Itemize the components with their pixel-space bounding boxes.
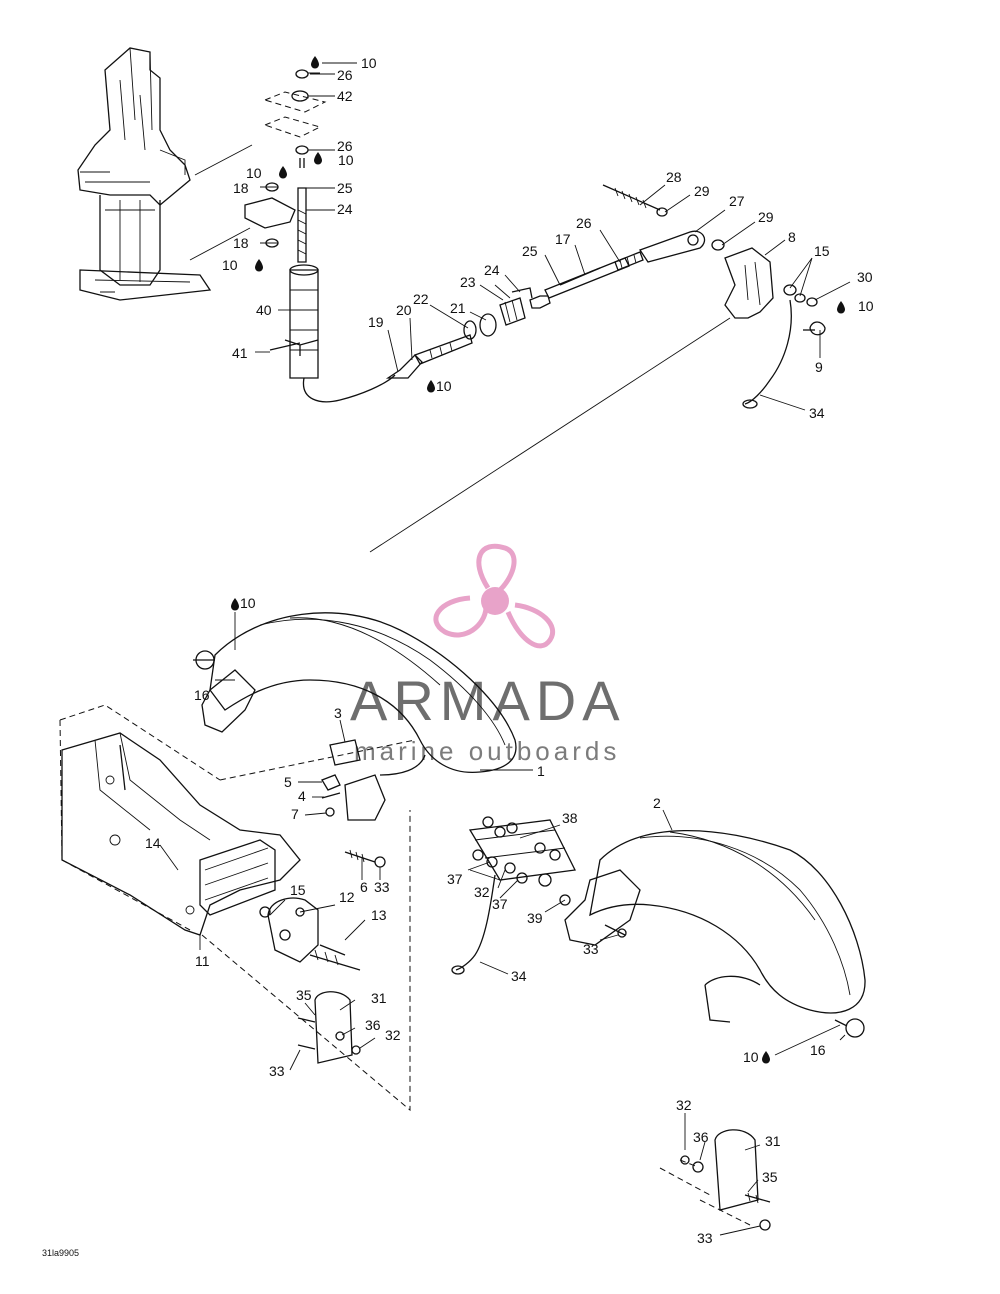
callout-label: 32	[474, 884, 490, 900]
callout-label: 27	[729, 193, 745, 209]
callout-label: 30	[857, 269, 873, 285]
callout-label: 6	[360, 879, 368, 895]
callout-label: 1	[537, 763, 545, 779]
callout-label: 31	[371, 990, 387, 1006]
callout-label: 19	[368, 314, 384, 330]
cable-anchor-bracket	[724, 247, 826, 409]
propeller-hub	[481, 587, 509, 615]
callout-label: 16	[810, 1042, 826, 1058]
propeller-logo	[433, 543, 555, 649]
callout-label: 18	[233, 180, 249, 196]
shift-cable	[302, 374, 396, 403]
callout-label: 35	[762, 1169, 778, 1185]
callout-label: 11	[195, 953, 210, 969]
brand-name: ARMADA	[350, 669, 626, 732]
callout-label: 10	[436, 378, 452, 394]
callout-label: 26	[337, 138, 353, 154]
callout-label: 16	[194, 687, 210, 703]
callout-label: 34	[511, 968, 527, 984]
callout-label: 3	[334, 705, 342, 721]
callout-label: 7	[291, 806, 299, 822]
callout-label: 17	[555, 231, 571, 247]
fender-right	[564, 829, 866, 1038]
callout-label: 35	[296, 987, 312, 1003]
callout-label: 33	[374, 879, 390, 895]
shift-lever-stack	[244, 69, 327, 379]
fender-left	[193, 612, 517, 774]
callout-label: 38	[562, 810, 578, 826]
callout-label: 26	[337, 67, 353, 83]
callout-label: 40	[256, 302, 272, 318]
brand-tagline: marine outboards	[354, 736, 620, 766]
cable-end-fittings	[385, 184, 725, 379]
callout-label: 32	[385, 1027, 401, 1043]
callout-label: 18	[233, 235, 249, 251]
callout-label: 34	[809, 405, 825, 421]
callout-label: 36	[693, 1129, 709, 1145]
callout-label: 32	[676, 1097, 692, 1113]
bottom-leader-lines	[159, 612, 846, 1236]
callout-label: 42	[337, 88, 353, 104]
bottom-callout-labels: 10 16 3 1 5 4 7 14 6 33 15 12 13 11 38 2…	[145, 595, 826, 1079]
lower-plates	[259, 897, 361, 1064]
callout-label: 29	[694, 183, 710, 199]
callout-label: 41	[232, 345, 248, 361]
callout-label: 10	[240, 595, 256, 611]
callout-label: 24	[337, 201, 353, 217]
callout-label: 28	[666, 169, 682, 185]
callout-label: 10	[858, 298, 874, 314]
brand-watermark: ARMADA marine outboards	[350, 543, 626, 766]
tilt-pin-and-brackets	[451, 816, 576, 975]
lower-right-plate	[659, 1129, 771, 1231]
callout-label: 15	[290, 882, 306, 898]
callout-label: 37	[447, 871, 463, 887]
callout-label: 25	[522, 243, 538, 259]
remote-control-box	[77, 47, 212, 301]
callout-label: 31	[765, 1133, 781, 1149]
callout-label: 24	[484, 262, 500, 278]
callout-label: 26	[576, 215, 592, 231]
callout-label: 5	[284, 774, 292, 790]
callout-label: 36	[365, 1017, 381, 1033]
callout-label: 10	[743, 1049, 759, 1065]
callout-label: 20	[396, 302, 412, 318]
callout-label: 15	[814, 243, 830, 259]
top-leader-lines	[255, 62, 851, 411]
callout-label: 22	[413, 291, 429, 307]
connection-line	[369, 317, 731, 553]
mounting-base	[59, 704, 416, 1112]
callout-label: 12	[339, 889, 355, 905]
callout-label: 13	[371, 907, 387, 923]
lower-right-callout-labels: 32 36 31 35 33	[676, 1097, 781, 1246]
callout-label: 2	[653, 795, 661, 811]
callout-label: 33	[269, 1063, 285, 1079]
callout-label: 33	[583, 941, 599, 957]
callout-label: 14	[145, 835, 161, 851]
assembly-arrow	[194, 144, 253, 176]
callout-label: 8	[788, 229, 796, 245]
callout-label: 4	[298, 788, 306, 804]
callout-label: 23	[460, 274, 476, 290]
figure-reference: 31la9905	[42, 1248, 79, 1258]
callout-label: 33	[697, 1230, 713, 1246]
callout-label: 29	[758, 209, 774, 225]
callout-label: 39	[527, 910, 543, 926]
callout-label: 21	[450, 300, 466, 316]
assembly-arrow	[189, 227, 251, 261]
callout-label: 9	[815, 359, 823, 375]
callout-label: 25	[337, 180, 353, 196]
callout-label: 10	[361, 55, 377, 71]
callout-label: 10	[338, 152, 354, 168]
callout-label: 10	[246, 165, 262, 181]
callout-label: 10	[222, 257, 238, 273]
top-callout-labels: 10 26 42 26 10 10 18 25 24 18 10 40 41 1…	[222, 55, 874, 421]
callout-label: 37	[492, 896, 508, 912]
